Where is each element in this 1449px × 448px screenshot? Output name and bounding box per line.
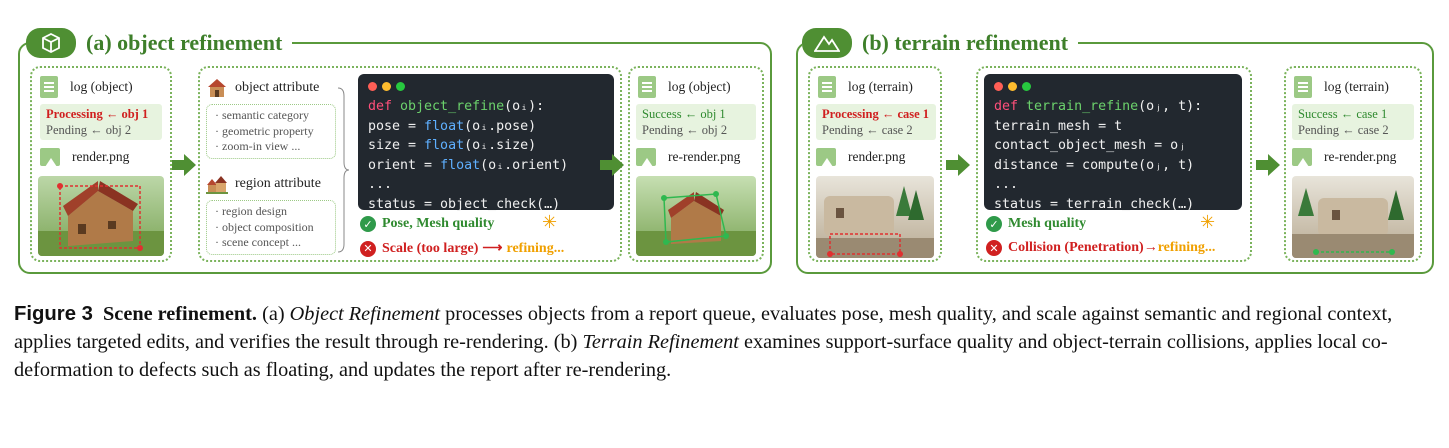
panel-b-header: (b) terrain refinement [802,28,1079,58]
figure-caption: Figure 3 Scene refinement. (a) Object Re… [14,303,1393,381]
pending-text: Pending ← obj 2 [642,123,728,137]
render-file: render.png [816,148,905,166]
document-icon [818,76,836,98]
code-line: def terrain_refine(oⱼ, t): [994,99,1203,114]
check-ok: ✓ Pose, Mesh quality [360,216,494,232]
re-render-image-terrain [1292,176,1414,258]
document-icon [40,76,58,98]
success-text: Success ← obj 1 [642,107,726,121]
village-icon [206,176,228,194]
error-icon: ✕ [986,240,1002,256]
object-attribute-title: object attribute [206,78,319,98]
check-icon: ✓ [986,216,1002,232]
code-line: ... [994,177,1019,192]
render-image-terrain [816,176,934,258]
region-attr-item: · scene concept ... [215,235,301,249]
code-line: distance = compute(oⱼ, t) [994,157,1195,173]
panel-b-title: (b) terrain refinement [862,30,1069,55]
region-attr-item: · region design [215,204,287,218]
check-ok: ✓ Mesh quality [986,216,1086,232]
log-object-header: log (object) [40,76,133,98]
processing-text: Processing ← obj 1 [46,107,149,121]
pending-text: Pending ← case 2 [822,123,913,137]
arrow-right-icon [600,154,624,176]
caption-title: Scene refinement. [103,303,257,325]
document-icon [1294,76,1312,98]
object-attr-item: · semantic category [215,108,309,122]
image-icon [40,148,60,166]
image-icon [636,148,656,166]
log-terrain-header: log (terrain) [818,76,913,98]
log-terrain-header: log (terrain) [1294,76,1389,98]
error-icon: ✕ [360,240,376,257]
render-label: render.png [72,149,130,164]
mountain-icon [802,28,852,58]
house-icon [208,79,226,97]
cube-icon [26,28,76,58]
panel-a-header: (a) object refinement [26,28,293,58]
code-line: status = terrain_check(…) [994,196,1195,212]
arrow-right-icon [1256,154,1280,176]
image-icon [1292,148,1312,166]
pending-text: Pending ← case 2 [1298,123,1389,137]
spinner-icon: ✳ [542,212,558,233]
processing-text: Processing ← case 1 [822,107,930,121]
log-status: Success ← obj 1 Pending ← obj 2 [636,104,756,140]
code-line: pose = float(oᵢ.pose) [368,118,537,134]
terrain-refine-code: def terrain_refine(oⱼ, t): terrain_mesh … [984,74,1242,212]
region-attr-item: · object composition [215,219,314,234]
re-render-file: re-render.png [1292,148,1396,166]
code-line: ... [368,177,393,192]
code-line: def object_refine(oᵢ): [368,99,545,114]
panel-a-title: (a) object refinement [86,30,283,55]
object-attr-item: · zoom-in view ... [215,139,301,153]
log-status: Processing ← obj 1 Pending ← obj 2 [40,104,162,140]
figure-number: Figure 3 [14,303,93,325]
window-controls [368,82,604,91]
region-attribute-list: · region design · object composition · s… [206,200,336,255]
code-line: terrain_mesh = t [994,118,1123,134]
render-file: render.png [40,148,129,166]
render-image-object [38,176,164,256]
image-icon [816,148,836,166]
object-refine-code: def object_refine(oᵢ): pose = float(oᵢ.p… [358,74,614,212]
code-line: status = object_check(…) [368,196,561,212]
arrow-right-icon [172,154,196,176]
pending-text: Pending ← obj 2 [46,123,132,137]
check-fail: ✕ Collision (Penetration) → refining... [986,240,1215,256]
re-render-file: re-render.png [636,148,740,166]
code-line: orient = float(oᵢ.orient) [368,157,569,173]
code-line: size = float(oᵢ.size) [368,138,537,153]
arrow-right-icon [946,154,970,176]
term-object-refinement: Object Refinement [289,303,441,325]
window-controls [994,82,1232,91]
check-fail: ✕ Scale (too large) ⟶ refining... [360,240,564,257]
code-line: contact_object_mesh = oⱼ [994,138,1187,153]
check-icon: ✓ [360,216,376,232]
object-attr-item: · geometric property [215,123,314,138]
region-attribute-title: region attribute [206,174,321,194]
log-status: Success ← case 1 Pending ← case 2 [1292,104,1414,140]
re-render-image-object [636,176,756,256]
log-status: Processing ← case 1 Pending ← case 2 [816,104,936,140]
log-object-header: log (object) [638,76,731,98]
spinner-icon: ✳ [1200,212,1216,233]
brace-icon [337,87,350,253]
document-icon [638,76,656,98]
object-attribute-list: · semantic category · geometric property… [206,104,336,159]
log-label: log (object) [70,79,133,94]
success-text: Success ← case 1 [1298,107,1388,121]
term-terrain-refinement: Terrain Refinement [582,331,739,353]
